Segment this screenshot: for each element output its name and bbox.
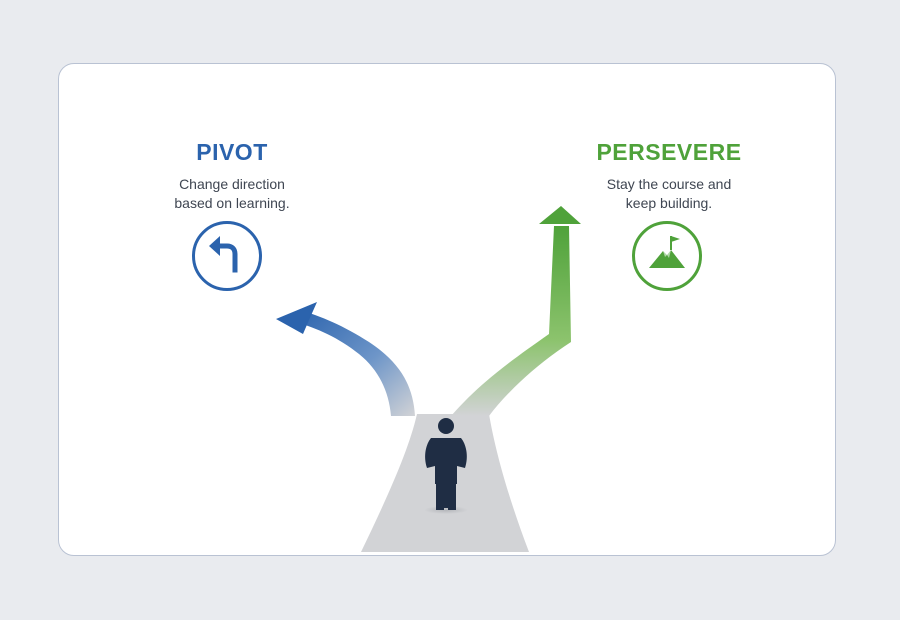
persevere-description: Stay the course and keep building. <box>606 176 732 211</box>
persevere-option: PERSEVERE Stay the course and keep build… <box>589 139 749 213</box>
pivot-arrowhead <box>276 302 317 334</box>
persevere-arrowhead <box>539 206 581 224</box>
crossroads-illustration <box>276 206 581 552</box>
pivot-path <box>295 310 415 416</box>
turn-left-arrow-icon <box>192 221 262 291</box>
persevere-path <box>451 226 571 416</box>
person-figure <box>425 418 467 510</box>
figure-shadow <box>424 506 468 514</box>
mountain-flag-icon <box>632 221 702 291</box>
persevere-title: PERSEVERE <box>596 139 742 165</box>
decision-card: PIVOT Change direction based on learning… <box>58 63 836 556</box>
pivot-description: Change direction based on learning. <box>174 176 290 211</box>
pivot-title: PIVOT <box>196 139 268 165</box>
pivot-option: PIVOT Change direction based on learning… <box>157 139 307 213</box>
